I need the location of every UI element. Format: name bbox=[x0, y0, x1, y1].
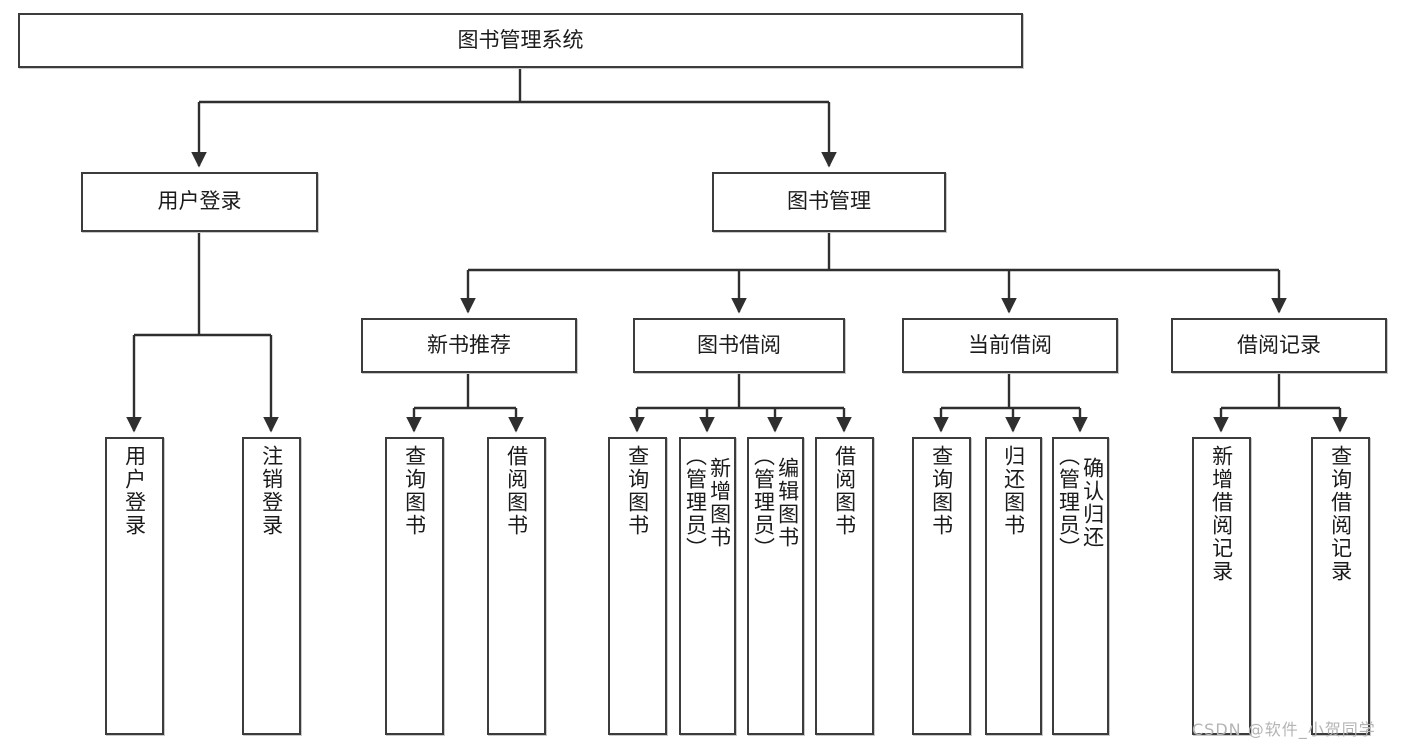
node-leaf-confirm-return-admin-label: 确认归还 （管理员） bbox=[1056, 445, 1105, 560]
node-leaf-query-borrow-record-label: 查询借阅记录 bbox=[1328, 445, 1353, 583]
node-leaf-query-book-borrow[interactable]: 查询图书 bbox=[608, 437, 667, 735]
node-leaf-add-book-admin[interactable]: 新增图书 （管理员） bbox=[679, 437, 736, 735]
node-leaf-add-borrow-record-label: 新增借阅记录 bbox=[1209, 445, 1234, 583]
node-leaf-user-login-label: 用户登录 bbox=[122, 445, 147, 537]
node-leaf-edit-book-admin-label: 编辑图书 （管理员） bbox=[751, 445, 800, 560]
node-leaf-query-book-rec-label: 查询图书 bbox=[402, 445, 427, 537]
node-leaf-user-login[interactable]: 用户登录 bbox=[105, 437, 164, 735]
node-leaf-return-book-label: 归还图书 bbox=[1001, 445, 1026, 537]
node-new-book-rec[interactable]: 新书推荐 bbox=[361, 318, 577, 373]
node-new-book-rec-label: 新书推荐 bbox=[427, 332, 511, 357]
node-leaf-user-logout-label: 注销登录 bbox=[259, 445, 284, 537]
node-leaf-borrow-book-label: 借阅图书 bbox=[832, 445, 857, 537]
node-book-manage-label: 图书管理 bbox=[787, 189, 871, 214]
node-leaf-query-book-current-label: 查询图书 bbox=[929, 445, 954, 537]
node-user-login[interactable]: 用户登录 bbox=[81, 172, 318, 232]
node-leaf-user-logout[interactable]: 注销登录 bbox=[242, 437, 301, 735]
node-leaf-edit-book-admin[interactable]: 编辑图书 （管理员） bbox=[747, 437, 804, 735]
node-leaf-query-borrow-record[interactable]: 查询借阅记录 bbox=[1311, 437, 1370, 735]
node-leaf-query-book-current[interactable]: 查询图书 bbox=[912, 437, 971, 735]
node-borrow-record-label: 借阅记录 bbox=[1237, 332, 1321, 357]
node-root-label: 图书管理系统 bbox=[457, 27, 584, 52]
node-user-login-label: 用户登录 bbox=[157, 189, 242, 214]
node-leaf-add-borrow-record[interactable]: 新增借阅记录 bbox=[1192, 437, 1251, 735]
node-book-borrow-label: 图书借阅 bbox=[697, 332, 781, 357]
node-leaf-return-book[interactable]: 归还图书 bbox=[985, 437, 1042, 735]
node-current-borrow-label: 当前借阅 bbox=[968, 332, 1052, 357]
node-book-borrow[interactable]: 图书借阅 bbox=[633, 318, 845, 373]
node-leaf-borrow-book-rec-label: 借阅图书 bbox=[504, 445, 529, 537]
node-leaf-add-book-admin-label: 新增图书 （管理员） bbox=[683, 445, 732, 560]
node-leaf-borrow-book[interactable]: 借阅图书 bbox=[815, 437, 874, 735]
node-current-borrow[interactable]: 当前借阅 bbox=[902, 318, 1118, 373]
node-book-manage[interactable]: 图书管理 bbox=[712, 172, 946, 232]
node-leaf-query-book-borrow-label: 查询图书 bbox=[625, 445, 650, 537]
node-root[interactable]: 图书管理系统 bbox=[18, 13, 1023, 68]
node-leaf-query-book-rec[interactable]: 查询图书 bbox=[385, 437, 444, 735]
node-leaf-borrow-book-rec[interactable]: 借阅图书 bbox=[487, 437, 546, 735]
csdn-watermark: CSDN @软件_小贺同学 bbox=[1192, 720, 1376, 739]
node-leaf-confirm-return-admin[interactable]: 确认归还 （管理员） bbox=[1052, 437, 1109, 735]
node-borrow-record[interactable]: 借阅记录 bbox=[1171, 318, 1387, 373]
